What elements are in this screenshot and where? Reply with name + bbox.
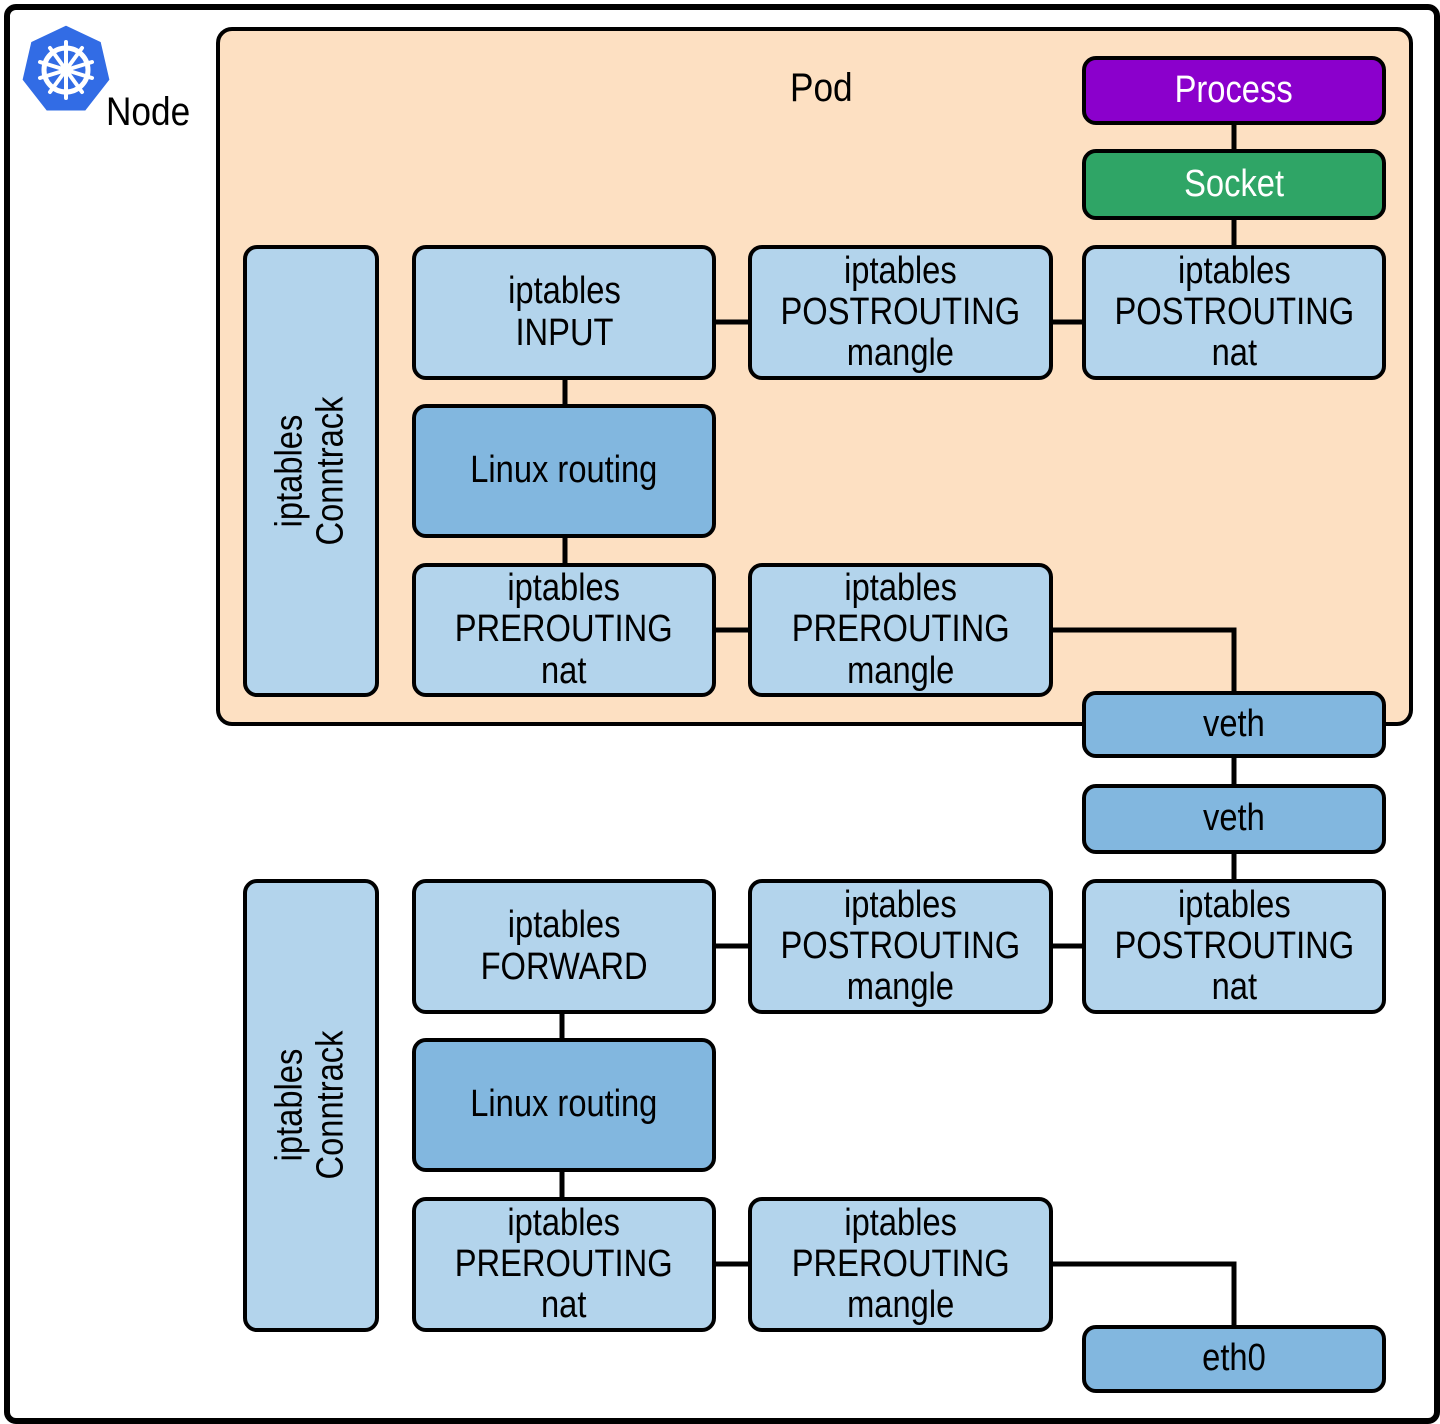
pod-prerouting-mangle-label: iptables PREROUTING mangle: [791, 567, 1010, 692]
pod-postrouting-mangle-label: iptables POSTROUTING mangle: [780, 249, 1021, 375]
host-veth-label: veth: [1203, 797, 1265, 840]
host-prerouting-mangle-box: iptables PREROUTING mangle: [748, 1197, 1053, 1332]
host-forward-box: iptables FORWARD: [412, 879, 716, 1014]
pod-input-box: iptables INPUT: [412, 245, 716, 380]
host-prerouting-nat-label: iptables PREROUTING nat: [455, 1201, 673, 1327]
host-prerouting-nat-box: iptables PREROUTING nat: [412, 1197, 716, 1332]
pod-veth-box: veth: [1082, 691, 1386, 758]
host-linux-routing-box: Linux routing: [412, 1038, 716, 1172]
pod-conntrack-box: iptables Conntrack: [243, 245, 379, 697]
host-forward-label: iptables FORWARD: [480, 904, 648, 988]
pod-linux-routing-label: Linux routing: [470, 449, 658, 492]
pod-prerouting-nat-box: iptables PREROUTING nat: [412, 563, 716, 697]
socket-label: Socket: [1184, 162, 1284, 205]
process-label: Process: [1174, 68, 1294, 111]
host-postrouting-nat-box: iptables POSTROUTING nat: [1082, 879, 1386, 1014]
pod-postrouting-nat-label: iptables POSTROUTING nat: [1114, 249, 1354, 375]
host-postrouting-mangle-box: iptables POSTROUTING mangle: [748, 879, 1053, 1014]
host-conntrack-label: iptables Conntrack: [268, 1031, 353, 1180]
eth0-box: eth0: [1082, 1325, 1386, 1393]
node-title: Node: [106, 90, 191, 134]
pod-postrouting-nat-box: iptables POSTROUTING nat: [1082, 245, 1386, 380]
host-veth-box: veth: [1082, 784, 1386, 854]
wire-prerouting-mangle-veth: [1052, 627, 1237, 692]
pod-veth-label: veth: [1203, 702, 1265, 745]
host-postrouting-mangle-label: iptables POSTROUTING mangle: [780, 883, 1021, 1009]
pod-linux-routing-box: Linux routing: [412, 404, 716, 538]
process-box: Process: [1082, 56, 1386, 125]
pod-title: Pod: [790, 66, 853, 110]
pod-prerouting-mangle-box: iptables PREROUTING mangle: [748, 563, 1053, 697]
pod-prerouting-nat-label: iptables PREROUTING nat: [455, 567, 673, 692]
pod-conntrack-label: iptables Conntrack: [268, 396, 353, 546]
pod-postrouting-mangle-box: iptables POSTROUTING mangle: [748, 245, 1053, 380]
host-postrouting-nat-label: iptables POSTROUTING nat: [1114, 883, 1354, 1009]
kubernetes-helm-icon: [19, 22, 113, 114]
wire-prerouting-mangle-eth0: [1052, 1261, 1237, 1326]
eth0-label: eth0: [1202, 1337, 1266, 1380]
host-linux-routing-label: Linux routing: [470, 1083, 658, 1126]
host-prerouting-mangle-label: iptables PREROUTING mangle: [791, 1201, 1010, 1327]
pod-input-label: iptables INPUT: [507, 270, 621, 354]
socket-box: Socket: [1082, 149, 1386, 220]
host-conntrack-box: iptables Conntrack: [243, 879, 379, 1332]
